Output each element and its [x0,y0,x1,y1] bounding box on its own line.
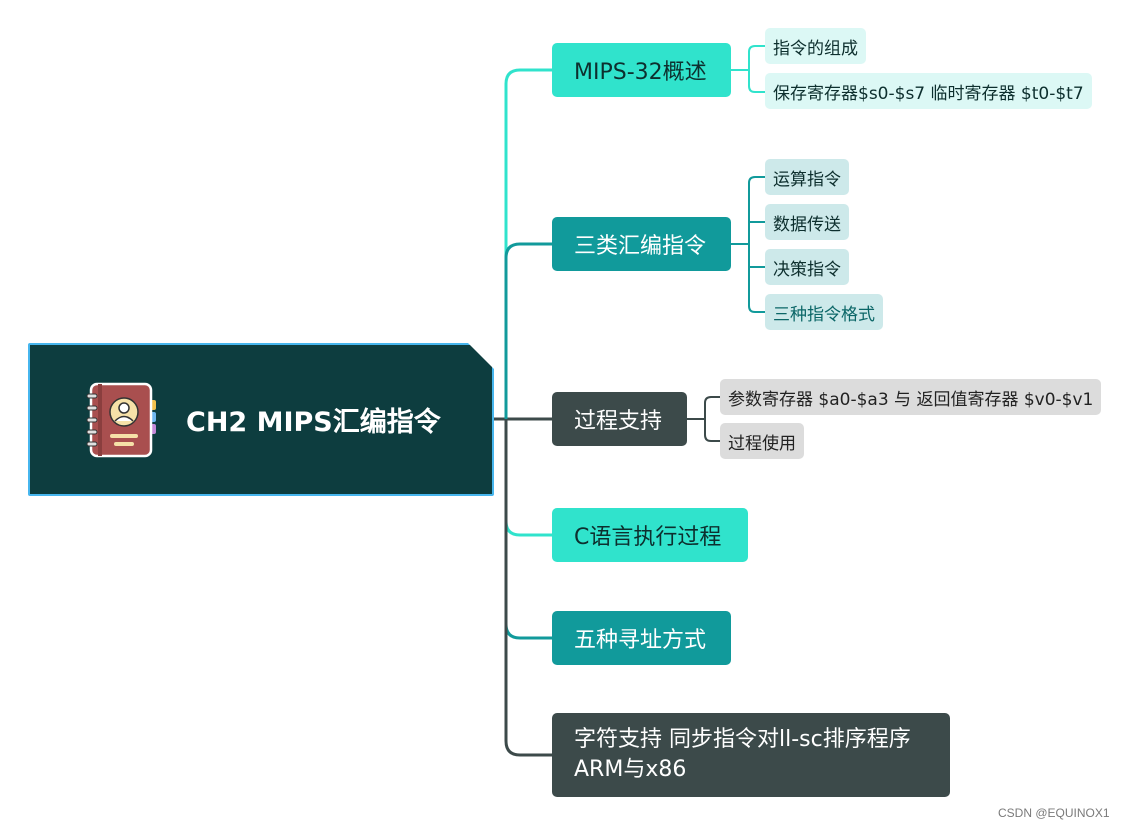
topic-char-support-sync[interactable]: 字符支持 同步指令对ll-sc排序程序ARM与x86 [552,713,950,797]
root-topic[interactable]: CH2 MIPS汇编指令 [28,343,494,496]
subtopic-data-transfer[interactable]: 数据传送 [765,204,849,240]
topic-label: 五种寻址方式 [574,628,707,653]
topic-label: C语言执行过程 [574,525,722,550]
topic-label: 三类汇编指令 [574,234,707,259]
topic-label: MIPS-32概述 [574,60,707,85]
topic-mips32-overview[interactable]: MIPS-32概述 [552,43,731,97]
subtopic-instruction-composition[interactable]: 指令的组成 [765,28,866,64]
topic-procedure-support[interactable]: 过程支持 [552,392,687,446]
topic-label: 过程支持 [574,409,663,434]
subtopic-procedure-usage[interactable]: 过程使用 [720,423,804,459]
subtopic-instruction-formats[interactable]: 三种指令格式 [765,294,883,330]
connector-char-support [504,419,552,757]
subtopic-saved-temp-registers[interactable]: 保存寄存器$s0-$s7 临时寄存器 $t0-$t7 [765,73,1092,109]
topic-label: 字符支持 同步指令对ll-sc排序程序ARM与x86 [574,727,911,782]
subtopic-argument-return-registers[interactable]: 参数寄存器 $a0-$a3 与 返回值寄存器 $v0-$v1 [720,379,1102,415]
root-topic-label: CH2 MIPS汇编指令 [186,407,441,438]
address-book-icon [86,382,156,457]
topic-three-types-instructions[interactable]: 三类汇编指令 [552,217,731,271]
subtopic-arithmetic-instructions[interactable]: 运算指令 [765,159,849,195]
watermark: CSDN @EQUINOX1 [998,806,1110,820]
topic-addressing-modes[interactable]: 五种寻址方式 [552,611,731,665]
connector-three-types [504,242,552,419]
connector-addressing [504,419,552,640]
connector-c-process [504,419,552,537]
topic-c-execution-process[interactable]: C语言执行过程 [552,508,748,562]
connector-mips32 [504,68,552,419]
subtopic-decision-instructions[interactable]: 决策指令 [765,249,849,285]
